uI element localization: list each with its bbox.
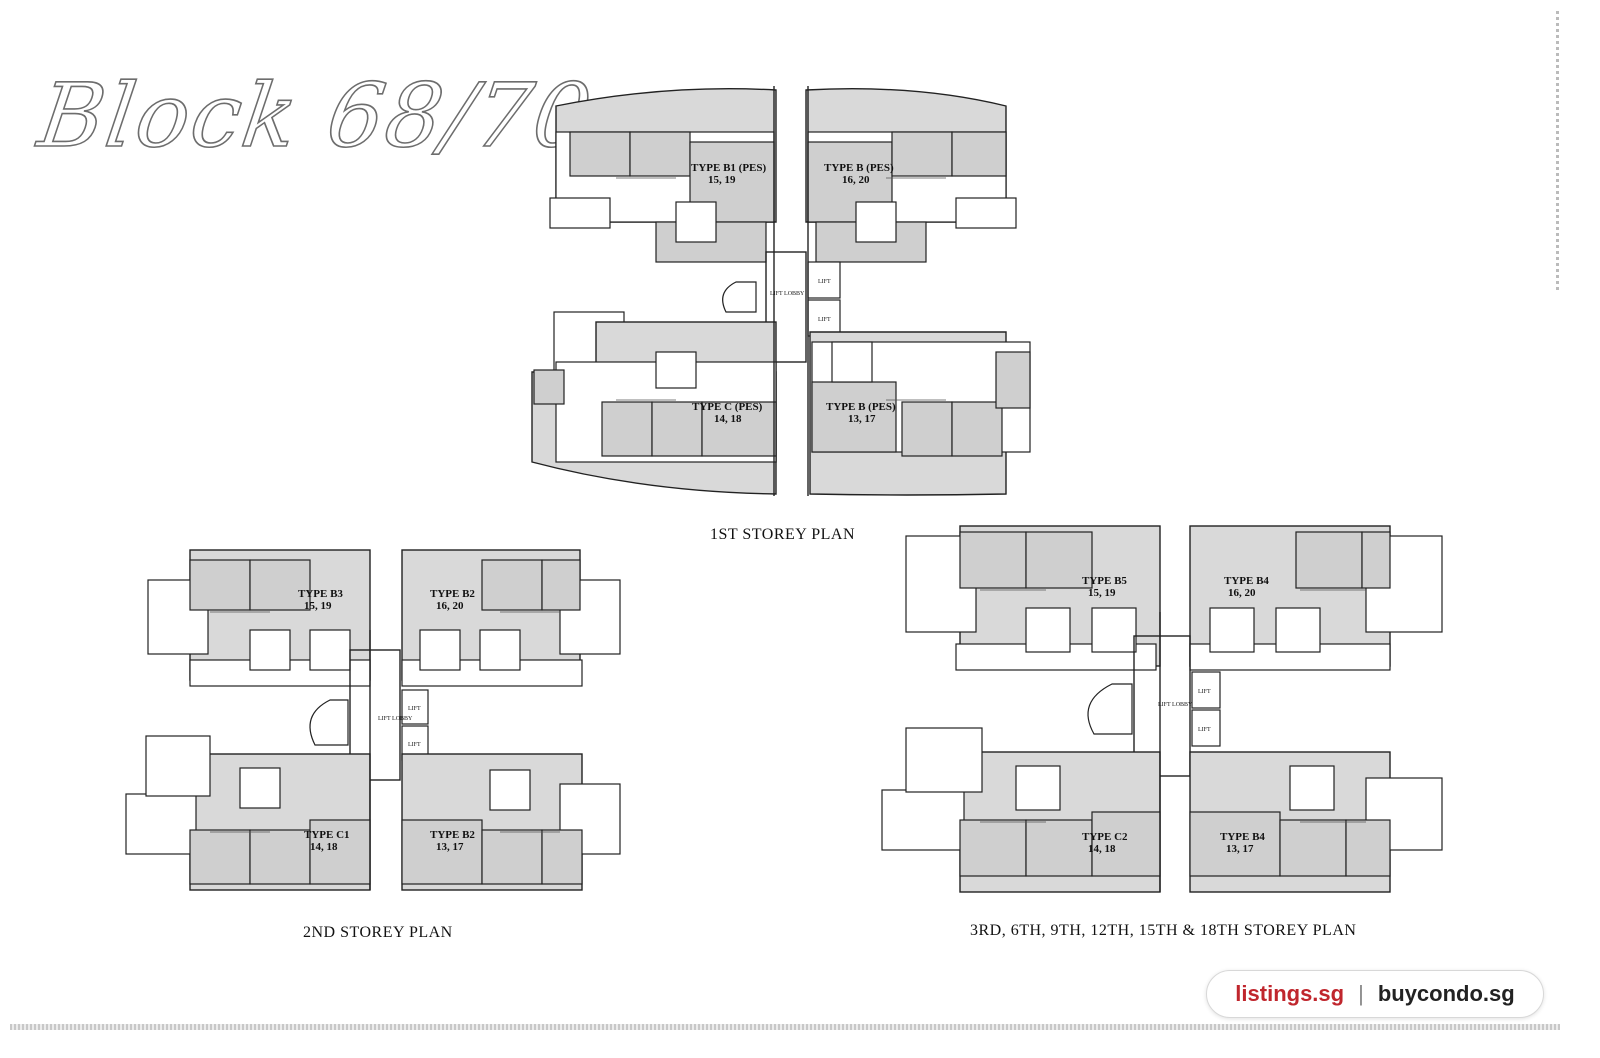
plan-label: 3RD, 6TH, 9TH, 12TH, 15TH & 18TH STOREY … bbox=[970, 922, 1357, 939]
lift-label: LIFT bbox=[1198, 727, 1211, 733]
watermark-badge: listings.sg | buycondo.sg bbox=[1206, 970, 1544, 1018]
unit-numbers: 13, 17 bbox=[848, 413, 876, 425]
page-title: Block 68/70 bbox=[32, 63, 600, 168]
typical-storey-plan: LIFT LIFT LIFT LOBBY TYPE B5 15, 19 TYPE… bbox=[876, 516, 1452, 900]
unit-numbers: 14, 18 bbox=[714, 413, 742, 425]
unit-numbers: 14, 18 bbox=[1088, 843, 1116, 855]
unit-type: TYPE C1 bbox=[304, 829, 350, 841]
plan-label: 1ST STOREY PLAN bbox=[710, 526, 856, 543]
lift-lobby-label: LIFT LOBBY bbox=[378, 716, 413, 722]
lift-label: LIFT bbox=[1198, 689, 1211, 695]
watermark-buycondo: buycondo.sg bbox=[1377, 981, 1515, 1006]
unit-type: TYPE B4 bbox=[1224, 575, 1269, 587]
unit-type: TYPE B3 bbox=[298, 588, 343, 600]
lift-label: LIFT bbox=[818, 317, 831, 323]
lift-lobby-label: LIFT LOBBY bbox=[1158, 702, 1193, 708]
unit-type: TYPE B4 bbox=[1220, 831, 1265, 843]
second-storey-plan: LIFT LIFT LIFT LOBBY TYPE B3 15, 19 TYPE… bbox=[120, 540, 630, 906]
unit-numbers: 13, 17 bbox=[436, 841, 464, 853]
plan-label: 2ND STOREY PLAN bbox=[303, 924, 453, 941]
unit-type: TYPE C (PES) bbox=[692, 401, 763, 413]
unit-numbers: 15, 19 bbox=[1088, 587, 1116, 599]
lift-lobby-label: LIFT LOBBY bbox=[770, 291, 805, 297]
lift-label: LIFT bbox=[408, 706, 421, 712]
unit-type: TYPE B (PES) bbox=[824, 162, 894, 174]
unit-numbers: 13, 17 bbox=[1226, 843, 1254, 855]
watermark-listings: listings.sg bbox=[1235, 981, 1345, 1006]
watermark-separator: | bbox=[1358, 981, 1364, 1006]
first-storey-plan: LIFT LIFT LIFT LOBBY TYPE B1 (PES) 15, 1… bbox=[526, 82, 1036, 500]
unit-numbers: 15, 19 bbox=[304, 600, 332, 612]
unit-numbers: 16, 20 bbox=[842, 174, 870, 186]
unit-type: TYPE C2 bbox=[1082, 831, 1128, 843]
unit-type: TYPE B5 bbox=[1082, 575, 1127, 587]
unit-type: TYPE B1 (PES) bbox=[691, 162, 767, 174]
scan-bottom-strip bbox=[10, 1024, 1560, 1030]
lift-label: LIFT bbox=[408, 742, 421, 748]
unit-type: TYPE B2 bbox=[430, 829, 475, 841]
unit-numbers: 15, 19 bbox=[708, 174, 736, 186]
lift-label: LIFT bbox=[818, 279, 831, 285]
unit-numbers: 16, 20 bbox=[436, 600, 464, 612]
unit-type: TYPE B2 bbox=[430, 588, 475, 600]
unit-numbers: 16, 20 bbox=[1228, 587, 1256, 599]
scan-edge bbox=[1556, 10, 1559, 290]
unit-type: TYPE B (PES) bbox=[826, 401, 896, 413]
unit-numbers: 14, 18 bbox=[310, 841, 338, 853]
